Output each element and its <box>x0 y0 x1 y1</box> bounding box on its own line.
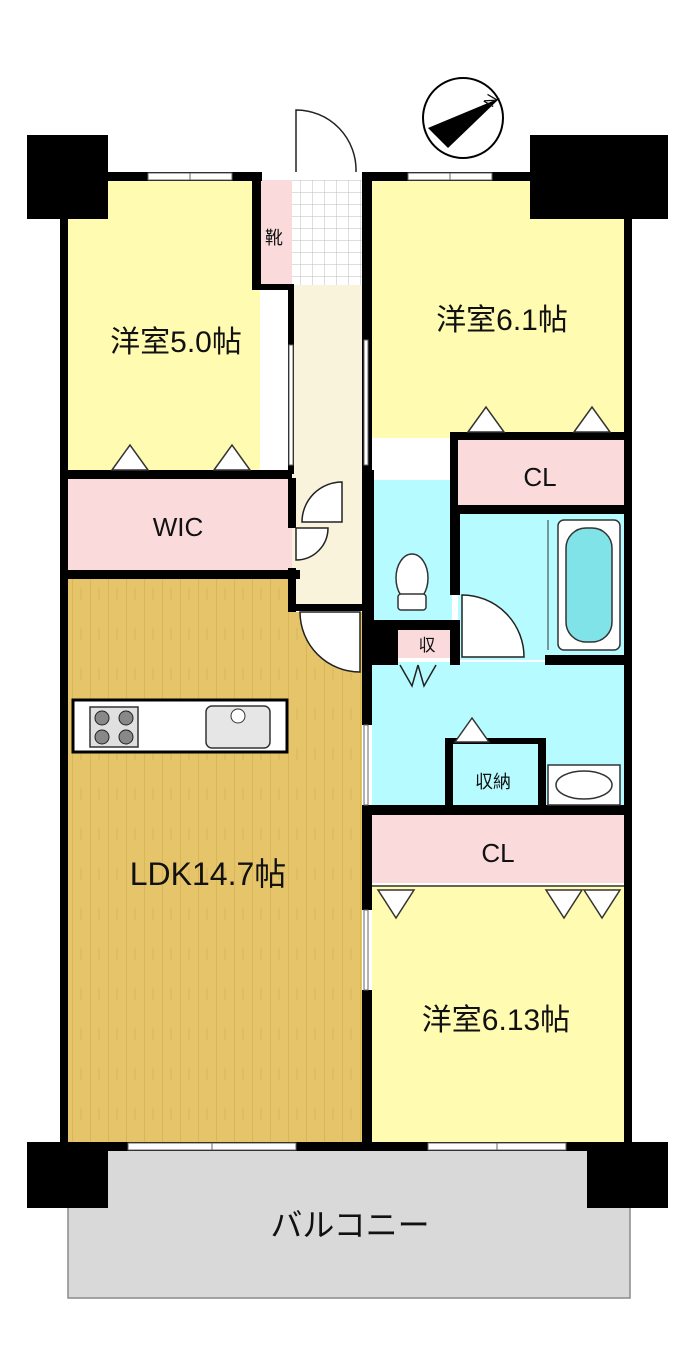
fixtures <box>71 519 621 806</box>
wall <box>545 655 625 665</box>
toilet-icon <box>395 553 429 611</box>
room-labels: 洋室5.0帖 洋室6.1帖 洋室6.13帖 LDK14.7帖 WIC CL CL… <box>110 228 570 1243</box>
hall-door <box>301 481 343 523</box>
wall <box>60 215 68 1150</box>
wall <box>288 568 296 612</box>
wall <box>362 990 372 1145</box>
western-room-1-label: 洋室5.0帖 <box>110 326 242 359</box>
hall-door <box>295 527 329 561</box>
wall <box>362 180 372 472</box>
sliding-door <box>363 339 369 466</box>
wall <box>450 432 458 510</box>
storage-door <box>399 664 437 688</box>
wall <box>252 180 261 288</box>
western-room-3-label: 洋室6.13帖 <box>422 1004 570 1037</box>
entrance-door <box>295 109 357 173</box>
entrance-tile <box>292 180 362 285</box>
sliding-door <box>288 344 294 466</box>
wall <box>362 805 372 910</box>
wall <box>450 630 460 665</box>
ldk-door <box>299 611 361 673</box>
shoe-storage-floor <box>260 180 292 285</box>
wall <box>60 1142 630 1151</box>
wall <box>538 740 546 808</box>
wall <box>450 505 460 595</box>
wic-label: WIC <box>153 512 204 542</box>
bathtub-icon <box>557 519 621 651</box>
shoe-storage-label: 靴 <box>265 228 283 248</box>
closet-markers <box>110 405 624 920</box>
wall <box>60 570 300 579</box>
closet-2-floor <box>372 815 624 883</box>
western-room-3-floor <box>372 885 624 1145</box>
doors <box>295 109 525 688</box>
wall <box>362 620 460 630</box>
small-storage-label: 収 <box>419 636 436 655</box>
western-room-2-label: 洋室6.1帖 <box>436 304 568 337</box>
wall <box>450 505 625 514</box>
walls <box>27 135 668 1208</box>
wall <box>362 470 374 630</box>
wall <box>252 284 292 290</box>
washroom-door <box>461 594 525 658</box>
wall <box>445 740 453 808</box>
corner-column <box>587 1142 668 1208</box>
compass-icon: N <box>422 77 504 159</box>
ldk-label: LDK14.7帖 <box>130 856 287 892</box>
windows <box>127 172 567 1151</box>
western-room-2-floor <box>372 180 624 438</box>
wall <box>288 478 296 528</box>
closet-2-label: CL <box>481 838 514 868</box>
corner-column <box>27 135 108 219</box>
sliding-door <box>363 909 369 991</box>
wall <box>60 470 292 479</box>
western-room-1-floor <box>67 180 260 476</box>
wall <box>362 665 372 725</box>
wic-floor <box>67 478 292 573</box>
corner-column <box>530 135 668 219</box>
wall <box>362 805 627 815</box>
corner-column <box>27 1142 108 1208</box>
wall <box>292 604 372 611</box>
closet-1-floor <box>458 438 624 506</box>
small-storage-floor <box>398 628 456 658</box>
sliding-door <box>363 724 369 806</box>
wall <box>450 432 625 440</box>
balcony-floor <box>67 1149 631 1299</box>
wall <box>624 215 632 1150</box>
balcony-label: バルコニー <box>270 1207 429 1243</box>
kitchen-sink-icon <box>205 705 271 749</box>
storage-label: 収納 <box>475 772 511 792</box>
wall <box>362 630 398 665</box>
washbasin-icon <box>547 764 621 806</box>
closet-1-label: CL <box>523 462 556 492</box>
wall <box>445 738 546 744</box>
